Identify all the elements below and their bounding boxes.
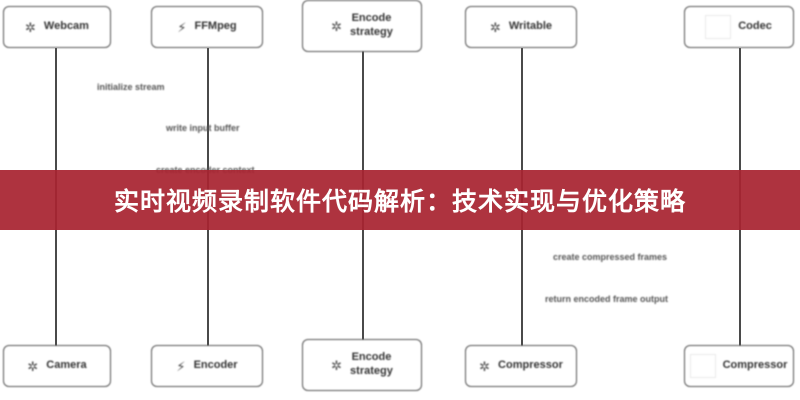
message-label-2: write input buffer (166, 123, 240, 133)
participant-label: Encode strategy (350, 12, 393, 38)
participant-top-4: ✲ Writable (465, 6, 577, 48)
gear-icon: ✲ (27, 358, 39, 374)
participant-label: Webcam (43, 20, 89, 33)
participant-bottom-5: Compressor (684, 345, 794, 387)
gear-icon: ✲ (331, 357, 343, 373)
square-icon (706, 16, 731, 38)
participant-top-1: ✲ Webcam (3, 6, 111, 48)
participant-top-2: ⚡ FFMpeg (151, 6, 263, 48)
bolt-icon: ⚡ (176, 358, 186, 374)
participant-label: Compressor (722, 359, 788, 372)
participant-label: Writable (508, 20, 553, 33)
participant-top-5: Codec (684, 6, 794, 48)
message-label-1: initialize stream (97, 82, 165, 92)
title-banner: 实时视频录制软件代码解析：技术实现与优化策略 (0, 170, 800, 230)
participant-bottom-2: ⚡ Encoder (151, 345, 263, 387)
participant-label: Camera (46, 359, 87, 372)
participant-label: FFMpeg (194, 20, 237, 33)
participant-label: Encode strategy (350, 351, 393, 377)
square-icon (690, 355, 715, 377)
gear-icon: ✲ (489, 19, 501, 35)
participant-bottom-4: ✲ Compressor (465, 345, 577, 387)
message-label-5: return encoded frame output (545, 294, 669, 304)
participant-label: Codec (738, 20, 772, 33)
participant-bottom-3: ✲ Encode strategy (302, 339, 422, 391)
gear-icon: ✲ (25, 19, 36, 35)
banner-title: 实时视频录制软件代码解析：技术实现与优化策略 (113, 187, 686, 216)
participant-label: Encoder (193, 359, 238, 372)
gear-icon: ✲ (331, 18, 343, 34)
participant-label: Compressor (498, 359, 563, 372)
message-label-4: create compressed frames (553, 252, 668, 262)
gear-icon: ✲ (479, 358, 491, 374)
participant-top-3: ✲ Encode strategy (302, 0, 422, 52)
bolt-icon: ⚡ (177, 19, 187, 35)
participant-bottom-1: ✲ Camera (3, 345, 111, 387)
